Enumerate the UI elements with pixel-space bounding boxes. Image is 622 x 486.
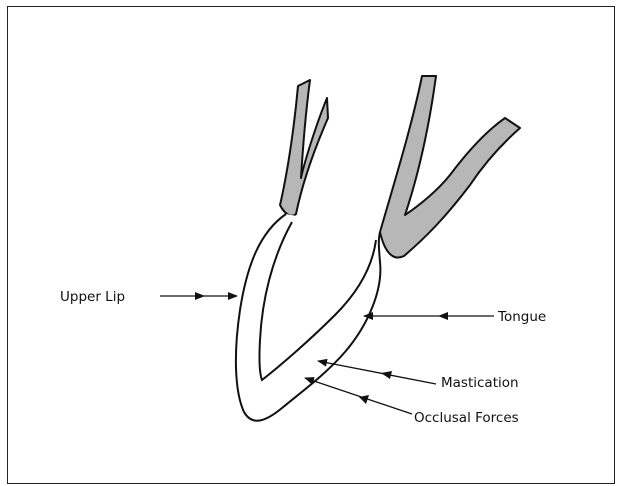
upper-lip-arrow-midhead <box>195 292 205 300</box>
mastication-label: Mastication <box>441 375 519 391</box>
occlusal-forces-arrow <box>305 378 412 414</box>
lingual-alveolar-bone <box>380 76 520 258</box>
upper-lip-label: Upper Lip <box>60 289 125 305</box>
mastication-arrow-midhead <box>381 371 392 379</box>
tongue-label: Tongue <box>497 309 546 325</box>
tongue-arrow-midhead <box>438 312 448 320</box>
labial-alveolar-bone <box>280 80 328 216</box>
mastication-arrow <box>318 361 436 384</box>
occlusal-forces-label: Occlusal Forces <box>414 410 519 426</box>
tooth-crown-outer <box>236 214 380 421</box>
